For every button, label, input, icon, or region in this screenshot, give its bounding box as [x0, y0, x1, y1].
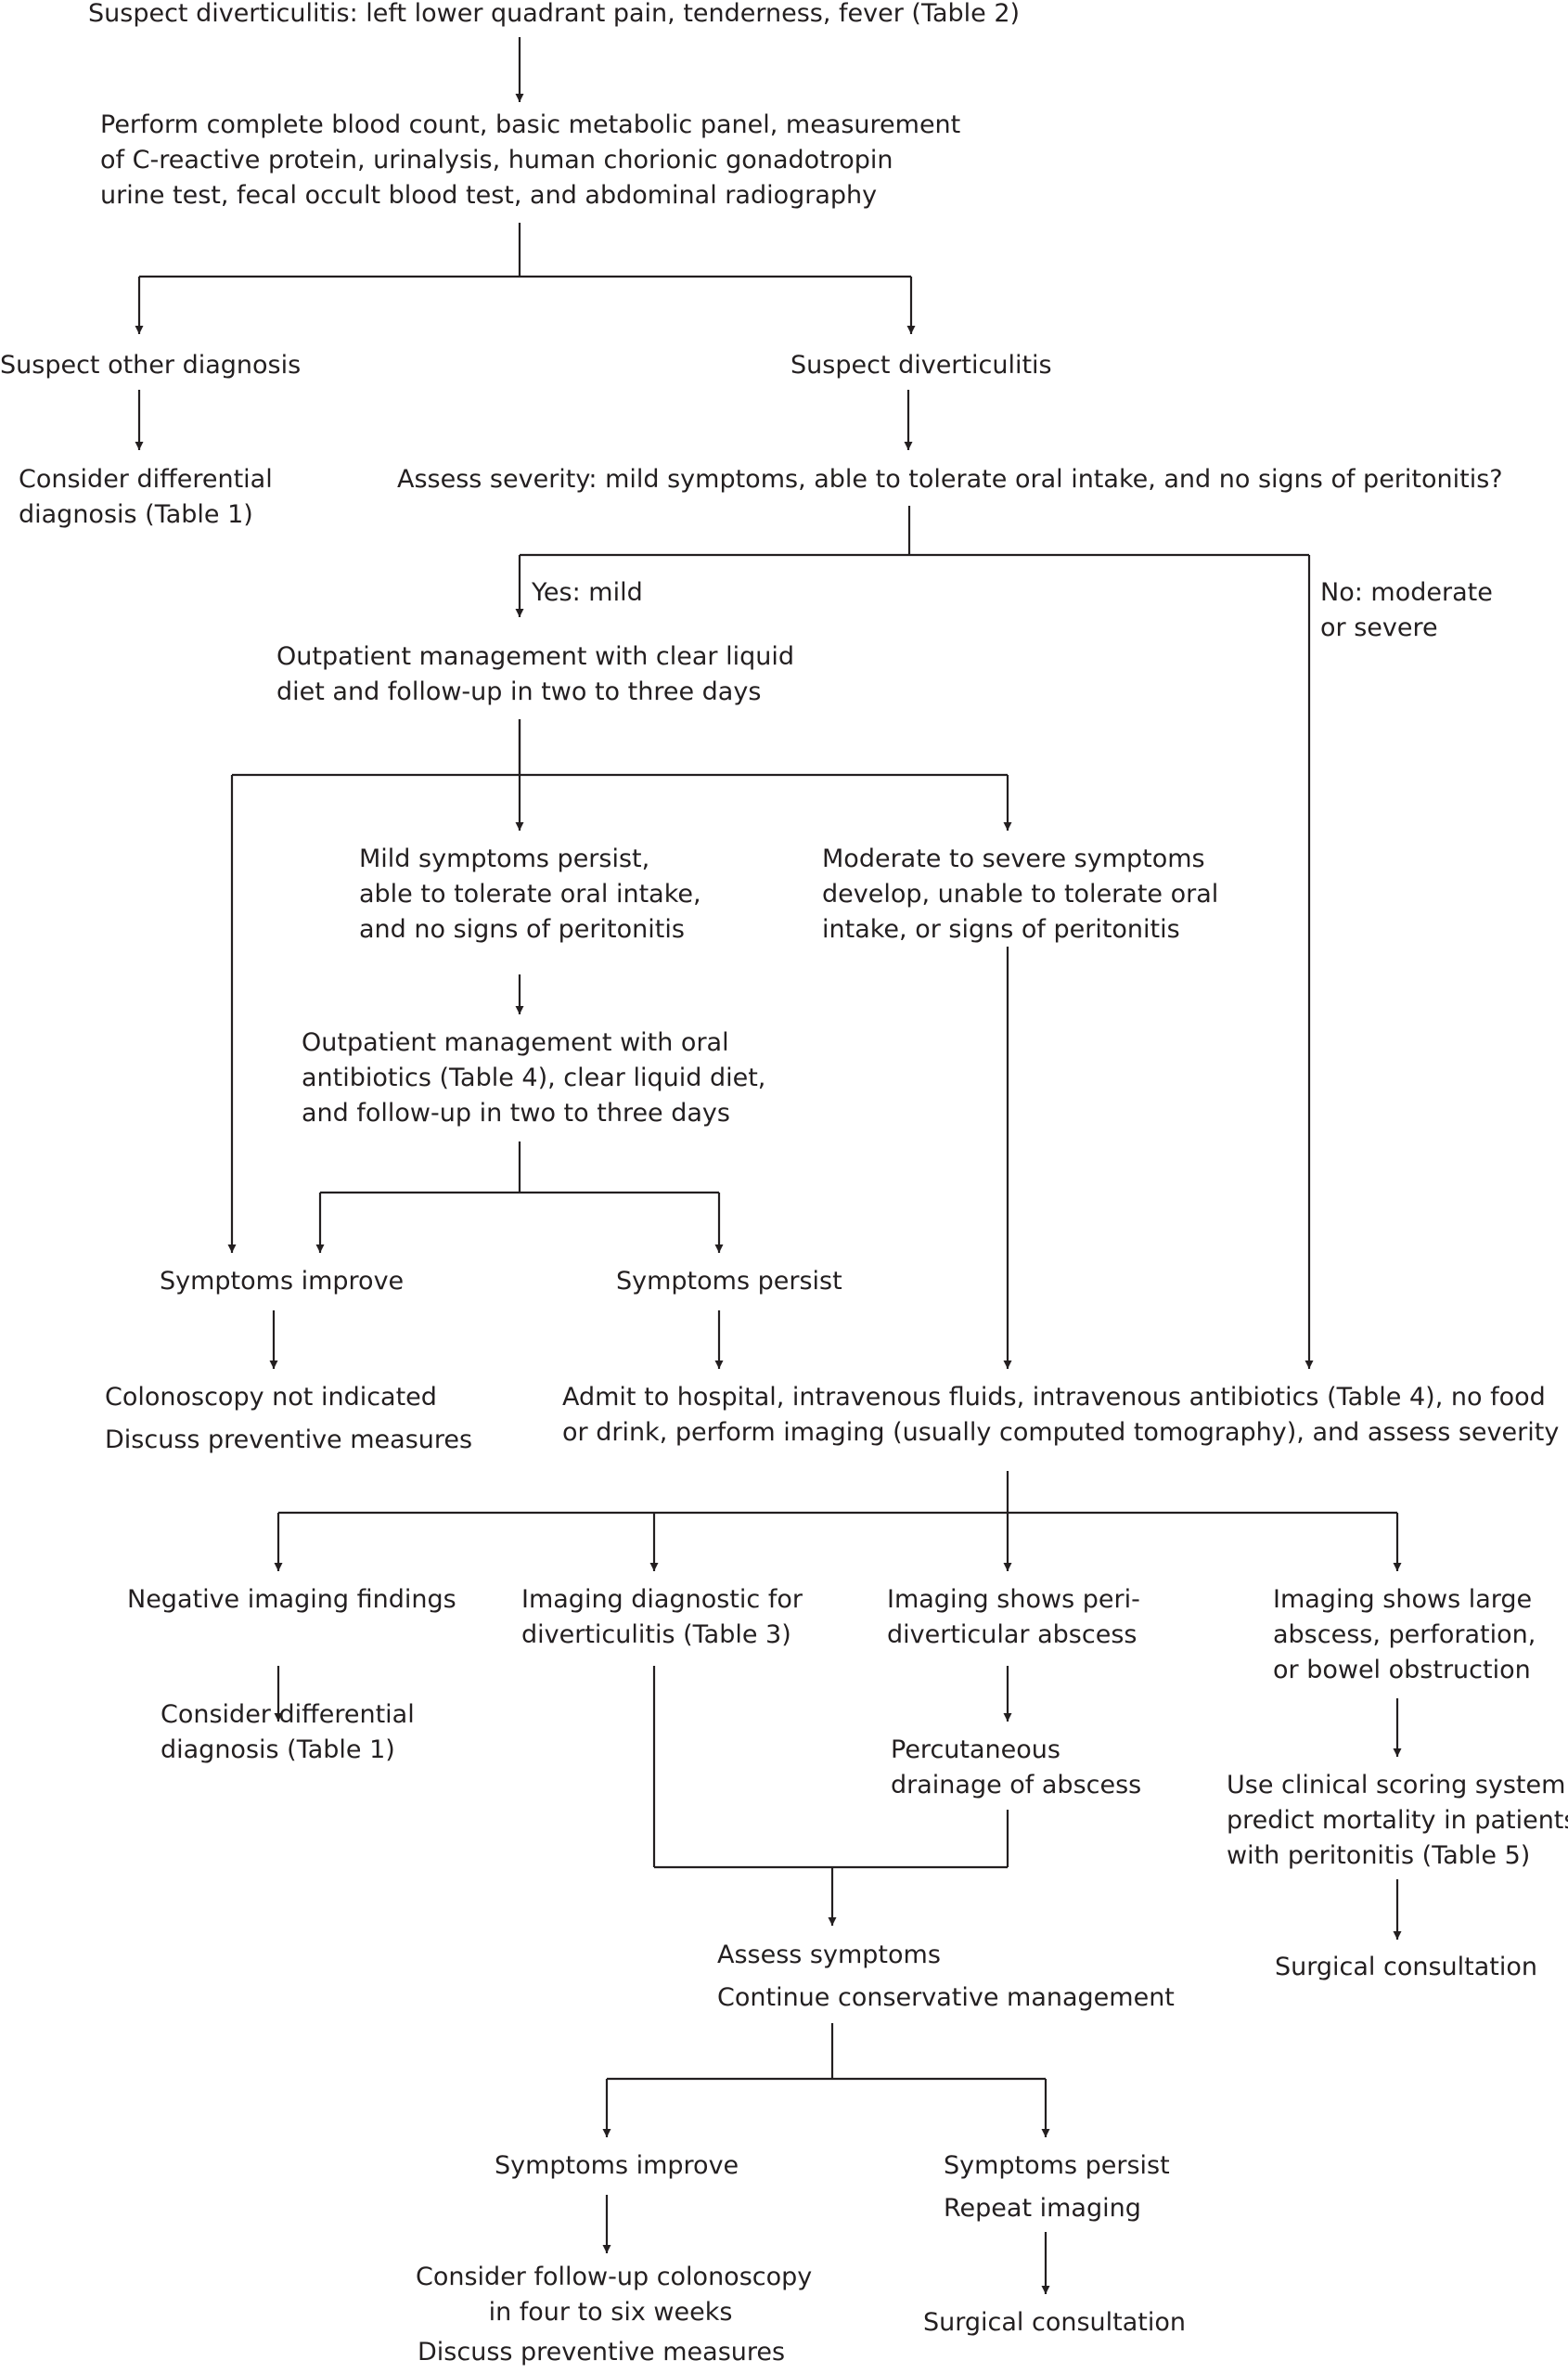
node-text-line: of C-reactive protein, urinalysis, human…	[100, 146, 893, 174]
node-text-line: Suspect diverticulitis	[790, 351, 1052, 380]
imaging-diagnostic-node: Imaging diagnostic for diverticulitis (Ta…	[521, 1582, 803, 1653]
clinical-scoring-node: Use clinical scoring system to predict mo…	[1227, 1768, 1568, 1874]
node-text-line: Use clinical scoring system to	[1227, 1771, 1568, 1799]
node-text-line: Discuss preventive measures	[105, 1425, 473, 1454]
node-text-line: Imaging shows large	[1273, 1585, 1533, 1614]
node-text-line: or bowel obstruction	[1273, 1656, 1531, 1684]
assess-symptoms-node: Assess symptoms	[717, 1938, 941, 1973]
node-text-line: Perform complete blood count, basic meta…	[100, 110, 961, 139]
surgical-consultation-node-2: Surgical consultation	[923, 2305, 1186, 2341]
initial-workup-node: Perform complete blood count, basic meta…	[100, 108, 960, 213]
connectors	[135, 37, 1402, 2294]
surgical-consultation-node-1: Surgical consultation	[1275, 1950, 1537, 1985]
outpatient-clear-liquid-node: Outpatient management with clear liquid d…	[276, 639, 794, 710]
continue-conservative-node: Continue conservative management	[717, 1980, 1175, 2016]
percutaneous-drainage-node: Percutaneous drainage of abscess	[891, 1733, 1141, 1803]
node-text-line: Symptoms improve	[495, 2151, 739, 2180]
node-text-line: Consider differential	[19, 465, 273, 494]
node-text-line: diagnosis (Table 1)	[161, 1735, 395, 1764]
node-text-line: antibiotics (Table 4), clear liquid diet…	[302, 1064, 766, 1092]
mild-symptoms-persist-node: Mild symptoms persist, able to tolerate o…	[359, 842, 701, 948]
node-text-line: Mild symptoms persist,	[359, 845, 650, 873]
node-text-line: Imaging shows peri-	[887, 1585, 1140, 1614]
follow-up-colonoscopy-node: Consider follow-up colonoscopy in four to…	[416, 2260, 813, 2330]
node-text-line: Negative imaging findings	[127, 1585, 456, 1614]
node-text-line: diagnosis (Table 1)	[19, 500, 253, 529]
node-text-line: Suspect other diagnosis	[0, 351, 302, 380]
node-text-line: intake, or signs of peritonitis	[822, 915, 1180, 944]
node-text-line: Moderate to severe symptoms	[822, 845, 1205, 873]
node-text-line: Assess symptoms	[717, 1941, 941, 1969]
node-text-line: No: moderate	[1320, 578, 1493, 607]
node-text-line: Consider follow-up colonoscopy	[416, 2263, 813, 2291]
imaging-large-abscess-node: Imaging shows large abscess, perforation,…	[1273, 1582, 1536, 1688]
node-text-line: develop, unable to tolerate oral	[822, 880, 1219, 909]
node-text-line: in four to six weeks	[488, 2298, 733, 2327]
node-text-line: Colonoscopy not indicated	[105, 1383, 437, 1412]
node-text-line: or drink, perform imaging (usually compu…	[562, 1418, 1560, 1447]
node-text-line: diverticular abscess	[887, 1620, 1137, 1649]
moderate-severe-develop-node: Moderate to severe symptoms develop, unab…	[822, 842, 1218, 948]
node-text-line: Symptoms persist	[616, 1267, 842, 1296]
symptoms-improve-node-1: Symptoms improve	[160, 1264, 404, 1299]
suspect-diverticulitis-node: Suspect diverticulitis	[790, 348, 1052, 383]
node-text-line: diet and follow-up in two to three days	[276, 677, 762, 706]
node-text-line: Outpatient management with clear liquid	[276, 642, 795, 671]
discuss-preventive-node-2: Discuss preventive measures	[418, 2335, 785, 2370]
node-text-line: Assess severity: mild symptoms, able to …	[397, 465, 1503, 494]
admit-to-hospital-node: Admit to hospital, intravenous fluids, i…	[562, 1380, 1559, 1451]
node-text-line: drainage of abscess	[891, 1771, 1142, 1799]
node-text-line: Admit to hospital, intravenous fluids, i…	[562, 1383, 1546, 1412]
node-text-line: predict mortality in patients	[1227, 1806, 1568, 1835]
node-text-line: Symptoms improve	[160, 1267, 405, 1296]
consider-differential-node-2: Consider differential diagnosis (Table 1)	[161, 1697, 415, 1768]
colonoscopy-not-indicated-node: Colonoscopy not indicated	[105, 1380, 437, 1415]
node-text-line: with peritonitis (Table 5)	[1227, 1841, 1531, 1870]
node-text-line: Imaging diagnostic for	[521, 1585, 803, 1614]
symptoms-persist-node-2: Symptoms persist	[944, 2148, 1170, 2184]
node-text-line: able to tolerate oral intake,	[359, 880, 701, 909]
node-text-line: Consider differential	[161, 1700, 415, 1729]
node-text-line: and follow-up in two to three days	[302, 1099, 730, 1128]
node-text-line: Discuss preventive measures	[418, 2338, 786, 2367]
node-text-line: Yes: mild	[532, 578, 643, 607]
node-text-line: or severe	[1320, 613, 1438, 642]
node-text-line: Symptoms persist	[944, 2151, 1170, 2180]
node-text-line: Surgical consultation	[923, 2308, 1186, 2337]
node-text-line: Percutaneous	[891, 1735, 1060, 1764]
node-text-line: Continue conservative management	[717, 1983, 1175, 2012]
negative-imaging-node: Negative imaging findings	[127, 1582, 456, 1618]
imaging-abscess-node: Imaging shows peri-diverticular abscess	[887, 1582, 1140, 1653]
node-text-line: abscess, perforation,	[1273, 1620, 1536, 1649]
yes-mild-label: Yes: mild	[532, 575, 643, 611]
node-text-line: urine test, fecal occult blood test, and…	[100, 181, 878, 210]
symptoms-persist-node-1: Symptoms persist	[616, 1264, 842, 1299]
node-text-line: Suspect diverticulitis: left lower quadr…	[88, 0, 1021, 28]
outpatient-oral-antibiotics-node: Outpatient management with oral antibioti…	[302, 1025, 765, 1131]
node-text-line: Repeat imaging	[944, 2194, 1141, 2223]
node-text-line: diverticulitis (Table 3)	[521, 1620, 791, 1649]
node-text-line: Surgical consultation	[1275, 1953, 1537, 1981]
symptoms-improve-node-2: Symptoms improve	[495, 2148, 739, 2184]
repeat-imaging-node: Repeat imaging	[944, 2191, 1141, 2226]
consider-differential-node-1: Consider differential diagnosis (Table 1)	[19, 462, 273, 533]
node-text-line: Outpatient management with oral	[302, 1028, 729, 1057]
start-node: Suspect diverticulitis: left lower quadr…	[88, 0, 1020, 32]
assess-severity-node: Assess severity: mild symptoms, able to …	[397, 462, 1503, 497]
discuss-preventive-node-1: Discuss preventive measures	[105, 1423, 472, 1458]
node-text-line: and no signs of peritonitis	[359, 915, 685, 944]
suspect-other-diagnosis-node: Suspect other diagnosis	[0, 348, 301, 383]
no-moderate-severe-label: No: moderate or severe	[1320, 575, 1493, 646]
